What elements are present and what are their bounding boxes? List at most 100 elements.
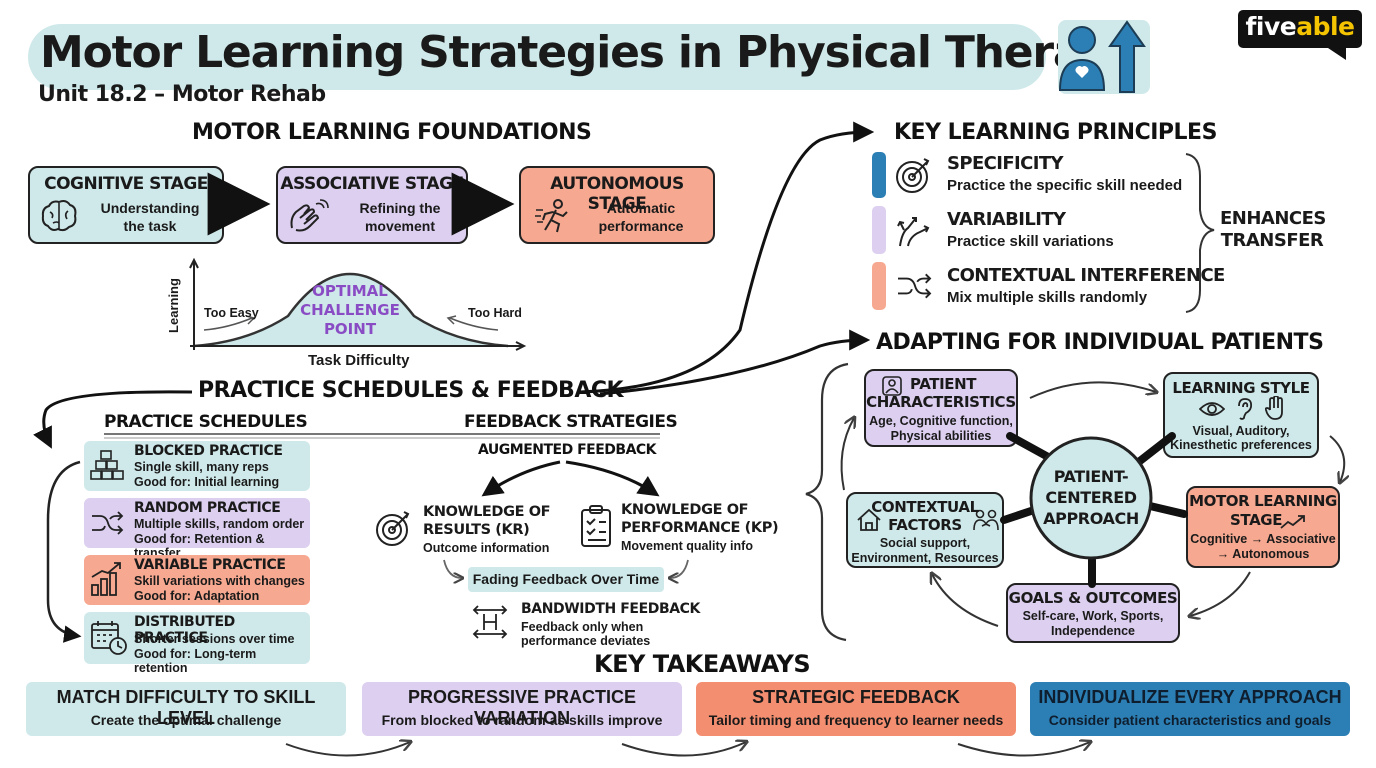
principle-desc: Mix multiple skills randomly — [947, 289, 1148, 306]
calendar-clock-icon — [90, 620, 128, 661]
associative-stage-card: ASSOCIATIVE STAGE Refining the movement — [276, 166, 468, 244]
patient-characteristics-card: PATIENT CHARACTERISTICS Age, Cognitive f… — [864, 369, 1018, 447]
foundations-heading: MOTOR LEARNING FOUNDATIONS — [192, 120, 592, 145]
house-icon — [856, 508, 882, 537]
optimal-label-3: POINT — [323, 320, 377, 338]
takeaway-card-1: MATCH DIFFICULTY TO SKILL LEVEL Create t… — [26, 682, 346, 736]
stage-desc-1: Automatic — [606, 200, 676, 216]
principle-title: CONTEXTUAL INTERFERENCE — [947, 265, 1225, 286]
schedule-line-1: Shorter sessions over time — [134, 632, 295, 646]
schedule-title: BLOCKED PRACTICE — [134, 443, 283, 459]
patient-desc-1: Age, Cognitive function, — [869, 414, 1013, 428]
branching-arrows-icon — [894, 210, 934, 255]
blocked-practice-card: BLOCKED PRACTICE Single skill, many reps… — [84, 441, 310, 491]
curve-xlabel: Task Difficulty — [308, 352, 410, 369]
cognitive-stage-card: COGNITIVE STAGE Understanding the task — [28, 166, 224, 244]
takeaway-card-2: PROGRESSIVE PRACTICE VARIATION From bloc… — [362, 682, 682, 736]
fiveable-logo: fiveable fiveable — [1238, 10, 1362, 60]
stage-desc-1: Refining the — [359, 200, 441, 216]
schedule-line-1: Skill variations with changes — [134, 574, 305, 588]
context-desc-1: Social support, — [879, 536, 971, 550]
ear-icon — [1235, 398, 1253, 425]
curve-too-hard: Too Hard — [468, 306, 522, 320]
adapting-heading: ADAPTING FOR INDIVIDUAL PATIENTS — [876, 330, 1324, 355]
goals-title: GOALS & OUTCOMES — [1008, 589, 1178, 607]
hands-icon — [286, 198, 330, 241]
augmented-left-arrow — [481, 460, 561, 497]
schedule-line-1: Multiple skills, random order — [134, 517, 305, 531]
hand-icon — [1264, 395, 1285, 425]
page-subtitle: Unit 18.2 – Motor Rehab — [38, 82, 326, 107]
curve-too-easy: Too Easy — [204, 306, 259, 320]
brain-icon — [40, 198, 78, 239]
trend-up-icon — [1280, 514, 1306, 535]
patient-title-1: PATIENT — [910, 375, 977, 393]
takeaway-card-4: INDIVIDUALIZE EVERY APPROACH Consider pa… — [1030, 682, 1350, 736]
person-arrow-up-icon — [1052, 16, 1162, 96]
context-title-1: CONTEXTUAL — [871, 498, 979, 516]
goals-desc-2: Independence — [1050, 624, 1136, 638]
learning-desc-1: Visual, Auditory, — [1192, 424, 1290, 438]
contextual-bar — [872, 262, 886, 310]
patient-title-2: CHARACTERISTICS — [866, 393, 1016, 411]
schedule-title: VARIABLE PRACTICE — [134, 557, 286, 573]
blocks-icon — [90, 449, 124, 488]
schedule-bracket — [46, 460, 82, 643]
contextual-factors-card: CONTEXTUAL FACTORS Social support, Envir… — [846, 492, 1004, 568]
kr-title-1: KNOWLEDGE OF — [423, 504, 551, 520]
random-practice-card: RANDOM PRACTICE Multiple skills, random … — [84, 498, 310, 560]
schedule-line-2: Good for: Long-term retention — [134, 647, 257, 675]
learning-desc-2: Kinesthetic preferences — [1170, 438, 1312, 452]
bandwidth-icon — [472, 604, 508, 645]
kp-desc: Movement quality info — [621, 539, 753, 553]
takeaway-title: MATCH DIFFICULTY TO SKILL LEVEL — [56, 687, 316, 728]
variability-bar — [872, 206, 886, 254]
kp-title-1: KNOWLEDGE OF — [621, 502, 749, 518]
variable-practice-card: VARIABLE PRACTICE Skill variations with … — [84, 555, 310, 605]
stage-desc-2: movement — [364, 218, 436, 234]
bandwidth-line-1: Feedback only when — [521, 620, 644, 634]
stage-card-desc-2: → Autonomous — [1216, 547, 1310, 561]
principle-desc: Practice the specific skill needed — [947, 177, 1183, 194]
takeaway-title: INDIVIDUALIZE EVERY APPROACH — [1038, 687, 1342, 707]
adapting-arrow — [599, 329, 871, 396]
takeaway-title: STRATEGIC FEEDBACK — [752, 687, 960, 707]
stage-card-title-2: STAGE — [1230, 511, 1283, 529]
context-title-2: FACTORS — [888, 516, 962, 534]
shuffle-icon — [90, 508, 124, 543]
kr-desc: Outcome information — [423, 541, 550, 555]
stage-title: ASSOCIATIVE STAGE — [280, 174, 464, 194]
goals-desc-1: Self-care, Work, Sports, — [1022, 609, 1164, 623]
goals-outcomes-card: GOALS & OUTCOMES Self-care, Work, Sports… — [1006, 583, 1180, 643]
center-line-1: PATIENT- — [1053, 467, 1129, 486]
kr-title-2: RESULTS (KR) — [423, 522, 530, 538]
enhances-line-1: ENHANCES — [1220, 208, 1326, 229]
practice-heading: PRACTICE SCHEDULES & FEEDBACK — [198, 378, 624, 403]
schedule-line-1: Single skill, many reps — [134, 460, 269, 474]
optimal-label-2: CHALLENGE — [300, 301, 400, 319]
fading-feedback-box: Fading Feedback Over Time — [468, 567, 664, 592]
motor-learning-stage-card: MOTOR LEARNING STAGE Cognitive → Associa… — [1186, 486, 1340, 568]
takeaway-desc: Create the optimal challenge — [90, 712, 282, 728]
stage-desc-2: performance — [598, 218, 684, 234]
takeaway-desc: From blocked to random as skills improve — [381, 712, 663, 728]
principle-title: SPECIFICITY — [947, 153, 1064, 174]
enhances-transfer-label: ENHANCES TRANSFER — [1220, 208, 1326, 252]
takeaway-title: PROGRESSIVE PRACTICE VARIATION — [407, 687, 637, 728]
challenge-point-chart: Learning Task Difficulty Too Easy Too Ha… — [166, 256, 538, 372]
center-line-2: CENTERED — [1045, 488, 1137, 507]
principles-heading: KEY LEARNING PRINCIPLES — [894, 120, 1217, 145]
takeaway-desc: Consider patient characteristics and goa… — [1048, 712, 1332, 728]
fading-feedback-label: Fading Feedback Over Time — [472, 571, 660, 587]
center-label: PATIENT- CENTERED APPROACH — [1032, 466, 1150, 529]
enhances-line-2: TRANSFER — [1220, 230, 1324, 251]
takeaway-desc: Tailor timing and frequency to learner n… — [708, 712, 1004, 728]
page-title: Motor Learning Strategies in Physical Th… — [40, 27, 1140, 78]
clipboard-icon — [580, 504, 614, 553]
specificity-bar — [872, 152, 886, 198]
target-icon — [374, 508, 414, 553]
shuffle-icon — [894, 270, 934, 307]
learning-title: LEARNING STYLE — [1172, 379, 1310, 397]
target-icon — [894, 155, 934, 200]
bandwidth-line-2: performance deviates — [521, 634, 651, 648]
